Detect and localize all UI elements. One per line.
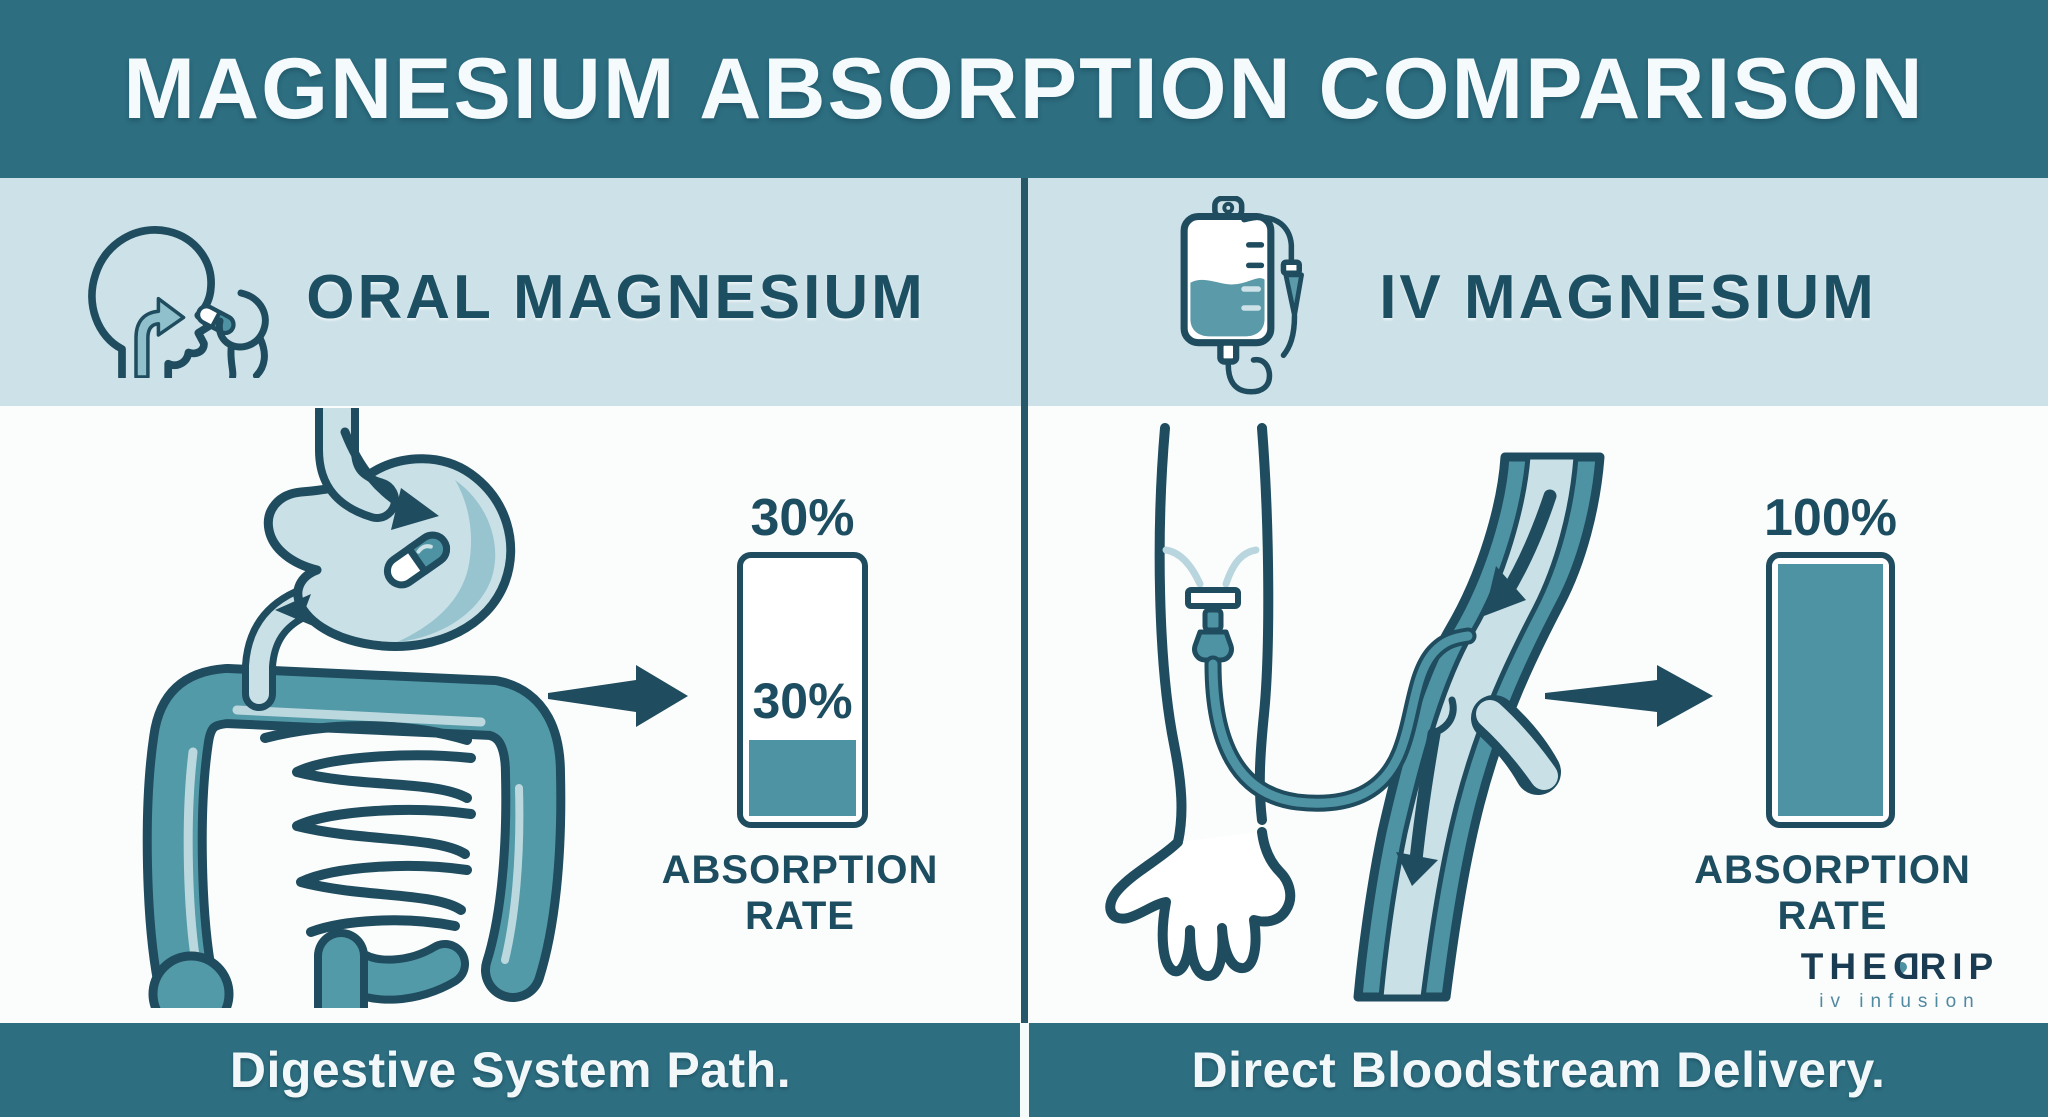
arrow-right-icon [1545, 665, 1713, 727]
brand-tagline: iv infusion [1819, 991, 1981, 1012]
iv-bag-icon [1180, 196, 1304, 395]
iv-percent-label: 100% [1764, 489, 1897, 547]
panel-divider [1021, 178, 1028, 1023]
footer-caption-iv: Direct Bloodstream Delivery. [1191, 1042, 1886, 1098]
footer-divider [1020, 1023, 1029, 1117]
arrow-right-icon [548, 665, 688, 727]
iv-bar-fill [1778, 564, 1883, 816]
oral-fill-label: 30% [752, 673, 853, 729]
digestive-system-illustration [142, 408, 566, 1008]
page-title: MAGNESIUM ABSORPTION COMPARISON [123, 40, 1925, 137]
brand-name: THEDRIP [1800, 946, 2000, 987]
title-band: MAGNESIUM ABSORPTION COMPARISON [0, 0, 2048, 178]
footer-caption-oral: Digestive System Path. [229, 1042, 792, 1098]
panel-title-iv: IV MAGNESIUM [1379, 263, 1877, 332]
panel-title-oral: ORAL MAGNESIUM [306, 263, 926, 332]
brand-logo: THEDRIP iv infusion [1765, 946, 2035, 1013]
iv-absorption-bar [1766, 552, 1895, 828]
swallow-pill-icon [88, 226, 269, 378]
oral-percent-label: 30% [750, 489, 855, 547]
oral-bar-fill [749, 740, 856, 816]
oral-absorption-bar [737, 552, 868, 828]
bloodstream-iv-illustration [1105, 423, 1605, 1002]
iv-rate-caption: ABSORPTION RATE [1694, 848, 1971, 938]
oral-rate-caption: ABSORPTION RATE [661, 848, 939, 938]
flipped-d-letter: D [1886, 946, 1920, 987]
